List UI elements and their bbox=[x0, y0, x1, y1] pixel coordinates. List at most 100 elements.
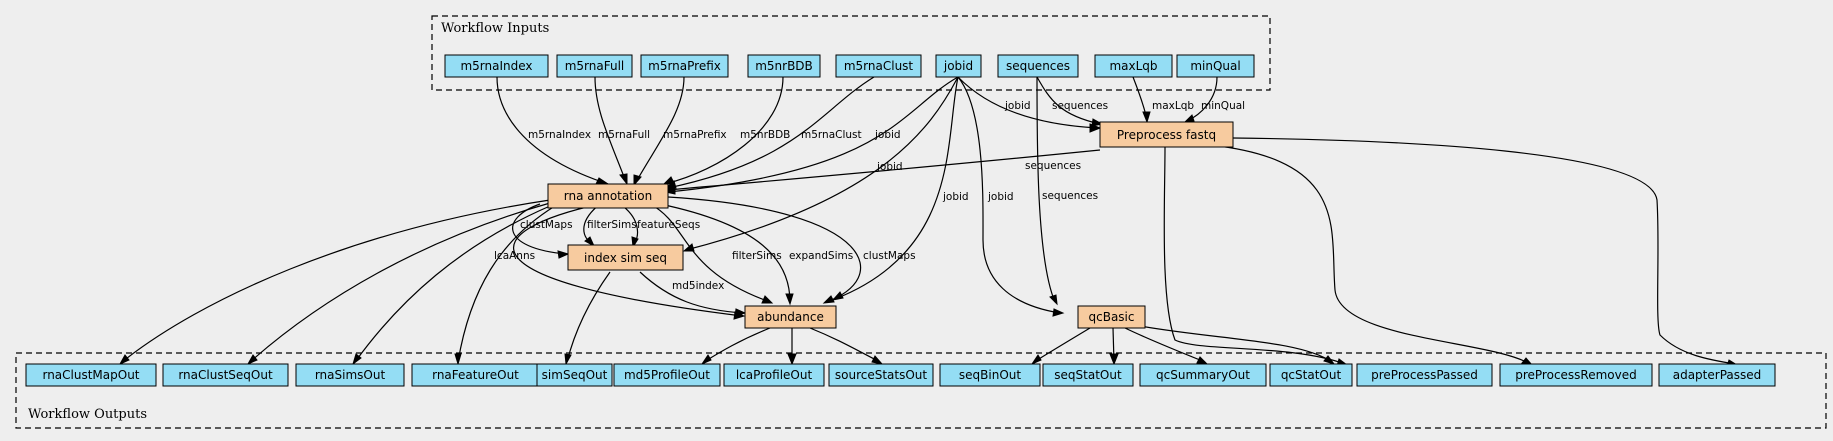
edge-label: filterSims bbox=[732, 250, 782, 262]
node-label: rnaFeatureOut bbox=[432, 368, 519, 382]
edge-rna-annotation-index-sim-seq-filtersims: filterSims bbox=[583, 203, 637, 248]
node-label: adapterPassed bbox=[1673, 368, 1762, 382]
edge-rna-annotation-abundance-lcaanns: lcaAnns bbox=[494, 203, 746, 320]
edge-label: m5rnaIndex bbox=[528, 129, 591, 141]
edge-qcbasic-qcstatout bbox=[1139, 325, 1336, 365]
node-label: rnaSimsOut bbox=[315, 368, 386, 382]
edge-jobid-abundance: jobid bbox=[831, 76, 969, 301]
edge-m5rnaprefix-rna-annotation: m5rnaPrefix bbox=[633, 76, 727, 187]
edge-label: jobid bbox=[942, 191, 969, 203]
input-node[interactable]: m5rnaPrefix bbox=[640, 54, 729, 78]
step-abundance[interactable]: abundance bbox=[744, 305, 837, 329]
edge-sequences-qcbasic: sequences bbox=[1036, 76, 1098, 306]
edge-sequences-preprocess: sequences bbox=[1036, 76, 1108, 127]
output-node[interactable]: qcSummaryOut bbox=[1139, 363, 1267, 387]
output-node[interactable]: preProcessPassed bbox=[1356, 363, 1493, 387]
input-node[interactable]: m5rnaFull bbox=[556, 54, 633, 78]
node-label: sourceStatsOut bbox=[835, 368, 928, 382]
edge-qcbasic-seqstatout bbox=[1109, 327, 1119, 366]
edge-index-sim-seq-abundance: md5index bbox=[639, 271, 747, 317]
edge-minqual-preprocess: minQual bbox=[1183, 76, 1245, 123]
output-node[interactable]: rnaClustSeqOut bbox=[162, 363, 289, 387]
edge-rna-annotation-abundance-clustmaps: clustMaps bbox=[667, 196, 916, 304]
output-node[interactable]: md5ProfileOut bbox=[613, 363, 721, 387]
workflow-outputs-cluster: Workflow Outputs bbox=[15, 352, 1827, 429]
edge-label: md5index bbox=[672, 280, 724, 292]
node-label: simSeqOut bbox=[542, 368, 608, 382]
edge-abundance-sourcestatsout bbox=[809, 327, 884, 365]
edge-jobid-preprocess: jobid bbox=[957, 76, 1102, 133]
edge-preprocess-adapterpassed bbox=[1232, 137, 1739, 367]
output-node[interactable]: seqBinOut bbox=[939, 363, 1041, 387]
step-qcbasic[interactable]: qcBasic bbox=[1077, 305, 1146, 329]
node-label: m5rnaIndex bbox=[460, 59, 532, 73]
edge-label: expandSims bbox=[789, 250, 853, 262]
edge-rna-annotation-rnafeatureout bbox=[454, 205, 556, 366]
edge-preprocess-rna-annotation: sequences bbox=[664, 149, 1101, 194]
edge-label: maxLqb bbox=[1152, 100, 1194, 112]
node-label: rna annotation bbox=[564, 189, 652, 203]
node-label: qcBasic bbox=[1089, 310, 1135, 324]
input-node[interactable]: m5nrBDB bbox=[747, 54, 821, 78]
step-rna-annotation[interactable]: rna annotation bbox=[547, 183, 669, 209]
node-label: maxLqb bbox=[1109, 59, 1157, 73]
node-label: m5rnaFull bbox=[565, 59, 625, 73]
node-label: m5nrBDB bbox=[755, 59, 813, 73]
edge-index-sim-seq-simseqout bbox=[564, 271, 611, 366]
node-label: qcSummaryOut bbox=[1156, 368, 1250, 382]
output-node[interactable]: seqStatOut bbox=[1042, 363, 1134, 387]
step-index-sim-seq[interactable]: index sim seq bbox=[567, 244, 684, 271]
output-node[interactable]: simSeqOut bbox=[536, 363, 613, 387]
edge-label: lcaAnns bbox=[494, 250, 535, 262]
edge-label: m5rnaClust bbox=[801, 129, 862, 141]
edge-rna-annotation-rnasimsout bbox=[352, 205, 551, 366]
edge-abundance-md5profileout bbox=[700, 327, 771, 366]
output-node[interactable]: rnaClustMapOut bbox=[25, 363, 157, 387]
edges: m5rnaIndex m5rnaFull m5rnaPrefix m5nrBDB… bbox=[118, 76, 1739, 367]
node-label: rnaClustSeqOut bbox=[178, 368, 273, 382]
input-node[interactable]: sequences bbox=[997, 54, 1079, 78]
input-node[interactable]: minQual bbox=[1176, 54, 1255, 78]
edge-preprocess-preprocessremoved bbox=[1209, 144, 1534, 366]
input-node[interactable]: jobid bbox=[935, 54, 982, 78]
node-label: jobid bbox=[943, 59, 973, 73]
node-label: qcStatOut bbox=[1281, 368, 1342, 382]
node-label: m5rnaClust bbox=[844, 59, 914, 73]
edge-abundance-lcaprofileout bbox=[787, 328, 797, 366]
edge-m5rnaindex-rna-annotation: m5rnaIndex bbox=[496, 76, 610, 185]
workflow-outputs: rnaClustMapOut rnaClustSeqOut rnaSimsOut… bbox=[25, 363, 1776, 387]
output-node[interactable]: qcStatOut bbox=[1269, 363, 1353, 387]
node-label: preProcessRemoved bbox=[1515, 368, 1637, 382]
output-node[interactable]: lcaProfileOut bbox=[723, 363, 825, 387]
input-node[interactable]: m5rnaIndex bbox=[444, 54, 549, 78]
edge-label: jobid bbox=[1004, 100, 1031, 112]
input-node[interactable]: maxLqb bbox=[1094, 54, 1173, 78]
workflow-outputs-title: Workflow Outputs bbox=[28, 407, 147, 422]
node-label: minQual bbox=[1190, 59, 1240, 73]
edge-label: filterSims bbox=[587, 219, 637, 231]
edge-label: jobid bbox=[874, 129, 901, 141]
workflow-steps: Preprocess fastq rna annotation index si… bbox=[547, 121, 1234, 329]
step-preprocess-fastq[interactable]: Preprocess fastq bbox=[1099, 121, 1234, 148]
output-node[interactable]: sourceStatsOut bbox=[828, 363, 934, 387]
output-node[interactable]: rnaSimsOut bbox=[295, 363, 405, 387]
input-node[interactable]: m5rnaClust bbox=[835, 54, 922, 78]
output-node[interactable]: rnaFeatureOut bbox=[411, 363, 540, 387]
edge-label: m5rnaFull bbox=[598, 129, 650, 141]
workflow-inputs-title: Workflow Inputs bbox=[441, 21, 549, 36]
node-label: sequences bbox=[1006, 59, 1070, 73]
node-label: index sim seq bbox=[584, 251, 667, 265]
output-node[interactable]: preProcessRemoved bbox=[1499, 363, 1653, 387]
edge-rna-annotation-rnaclustseqout bbox=[246, 202, 551, 366]
edge-jobid-qcbasic: jobid bbox=[957, 76, 1065, 317]
node-label: lcaProfileOut bbox=[736, 368, 813, 382]
edge-label: sequences bbox=[1042, 190, 1098, 202]
output-node[interactable]: adapterPassed bbox=[1658, 363, 1776, 387]
edge-maxlqb-preprocess: maxLqb bbox=[1132, 76, 1194, 124]
edge-m5rnafull-rna-annotation: m5rnaFull bbox=[594, 76, 650, 186]
edge-label: featureSeqs bbox=[637, 219, 700, 231]
node-label: md5ProfileOut bbox=[624, 368, 710, 382]
edge-label: minQual bbox=[1201, 100, 1245, 112]
node-label: abundance bbox=[757, 310, 824, 324]
